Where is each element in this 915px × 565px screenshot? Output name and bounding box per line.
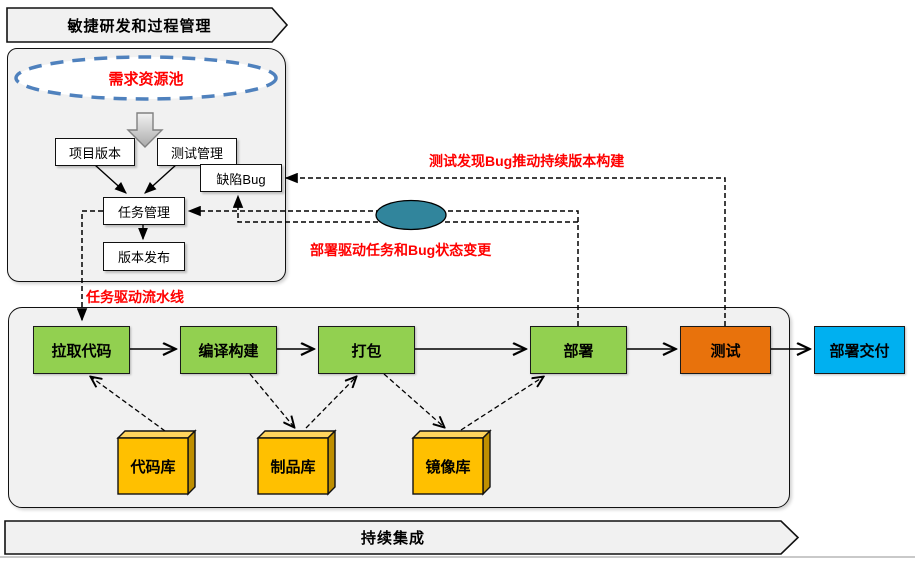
- status-ellipse: [375, 199, 447, 231]
- requirement-pool-label: 需求资源池: [108, 70, 184, 88]
- annotation-task-pipeline: 任务驱动流水线: [86, 289, 184, 305]
- repo-label-artifact: 制品库: [270, 458, 316, 476]
- stage-pull-code: 拉取代码: [33, 326, 130, 374]
- stage-package: 打包: [318, 326, 415, 374]
- node-project-version: 项目版本: [55, 138, 135, 166]
- agile-banner-title: 敏捷研发和过程管理: [67, 17, 212, 35]
- dashed-deploy-to-defect: [232, 194, 578, 223]
- node-test-management: 测试管理: [157, 138, 237, 166]
- stage-test: 测试: [680, 326, 771, 374]
- stage-deploy-delivery: 部署交付: [814, 326, 905, 374]
- agile-banner-shape: [6, 7, 289, 43]
- bottom-rule: [0, 556, 915, 558]
- repo-label-image: 镜像库: [425, 458, 471, 476]
- ci-banner-shape: [4, 520, 800, 555]
- annotation-test-bug: 测试发现Bug推动持续版本构建: [429, 153, 625, 169]
- node-task-management: 任务管理: [103, 197, 185, 225]
- node-version-release: 版本发布: [103, 242, 185, 271]
- ci-banner-title: 持续集成: [360, 530, 425, 547]
- annotation-deploy-status: 部署驱动任务和Bug状态变更: [310, 242, 492, 258]
- stage-deploy: 部署: [530, 326, 627, 374]
- stage-compile-build: 编译构建: [180, 326, 277, 374]
- node-defect-bug: 缺陷Bug: [200, 164, 282, 192]
- repo-label-code: 代码库: [130, 458, 176, 476]
